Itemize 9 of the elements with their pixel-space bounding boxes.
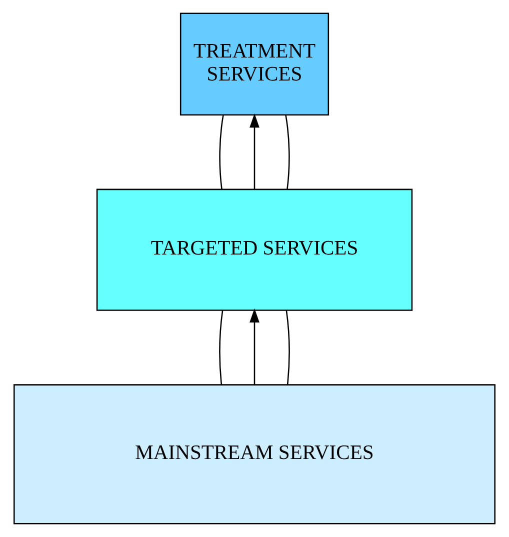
connector [285,115,290,190]
node-box: TREATMENT SERVICES [180,12,330,116]
node-box: TARGETED SERVICES [96,188,413,311]
arrow [250,113,260,190]
connector [286,310,290,385]
arrow [250,308,260,385]
connector [219,115,224,190]
node-box: MAINSTREAM SERVICES [14,384,496,524]
connector [219,310,224,385]
